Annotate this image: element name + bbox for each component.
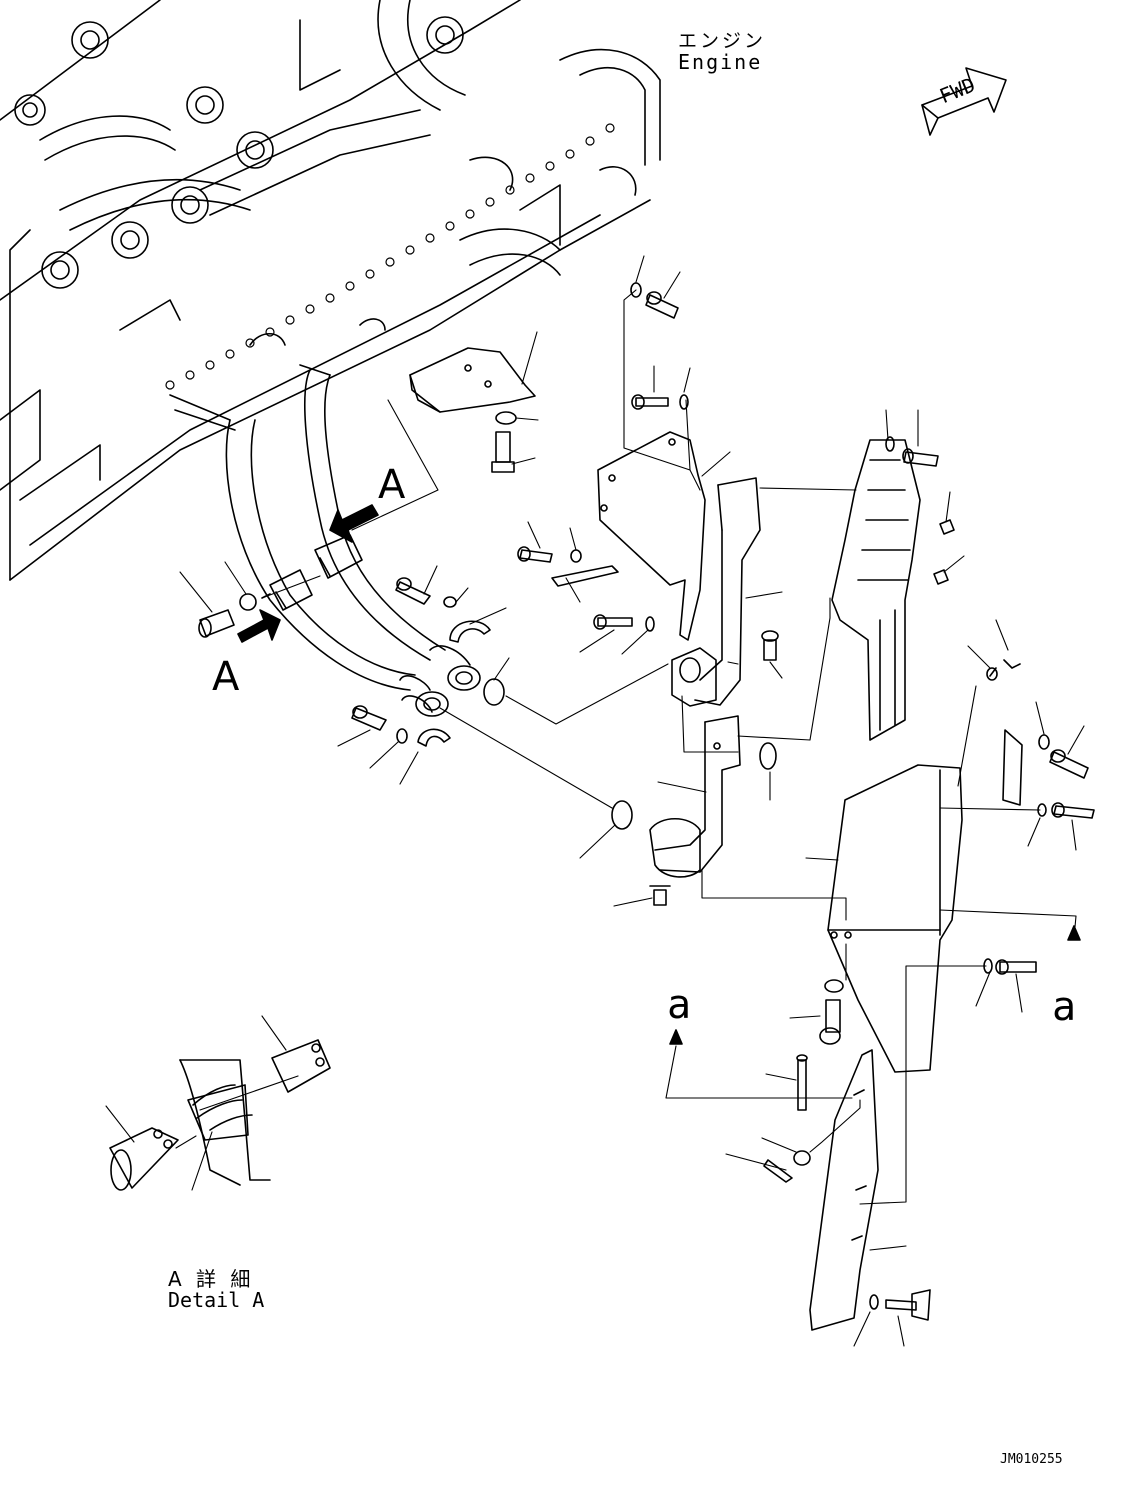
detail-clamp-left — [109, 1127, 179, 1191]
gasket-right — [759, 742, 777, 770]
engine-bolt-row — [165, 123, 615, 390]
detail-label-en: Detail A — [168, 1288, 265, 1312]
detail-label-jp: A 詳 細 — [168, 1267, 255, 1291]
bracket-plate-top — [409, 347, 536, 413]
washer-manifold — [885, 436, 895, 452]
view-marker-a-upper: A — [378, 462, 406, 508]
bolt-shield-mid — [1051, 802, 1095, 819]
leader-lines — [105, 255, 1085, 1347]
bolt-shield-upper — [1049, 749, 1089, 779]
ref-marker-a-left: a — [667, 982, 692, 1028]
lower-cover-plate — [809, 1049, 879, 1331]
washer-center — [443, 596, 457, 608]
stud-bracket — [796, 1054, 808, 1111]
pin-plate — [763, 1159, 793, 1183]
washer-left — [239, 593, 257, 611]
hose-clamp-lower — [269, 569, 313, 611]
bolt-bracket-mid — [631, 394, 669, 410]
half-clamp-lower — [417, 728, 451, 747]
washer-clip — [986, 667, 998, 681]
washer-wing — [869, 1294, 879, 1310]
detail-clamp-right — [271, 1039, 331, 1093]
engine-label-jp: エンジン — [678, 30, 767, 52]
nut-manifold-1 — [939, 519, 955, 535]
fwd-arrow — [921, 67, 1007, 136]
washer-left-bracket — [570, 549, 582, 563]
view-marker-a-lower: A — [212, 654, 240, 700]
washer-plate — [793, 1150, 811, 1166]
bolt-vertical-top — [491, 431, 515, 473]
washer-lower — [396, 728, 408, 744]
stay-bracket — [551, 565, 619, 587]
ref-arrow-left — [669, 1029, 683, 1045]
exhaust-pipe-lower — [649, 715, 741, 878]
drawing-code: JM010255 — [1000, 1452, 1063, 1467]
washer-bracket-mid — [679, 394, 689, 410]
hose-clamp-upper — [314, 534, 363, 579]
exhaust-pipe-upper — [671, 477, 761, 707]
bolt-center-lower — [351, 705, 387, 731]
bolt-stay — [593, 614, 633, 630]
bolt-pipe — [761, 630, 779, 661]
detail-a-view — [179, 1059, 271, 1186]
gasket-center — [483, 678, 505, 706]
engine-label-en: Engine — [678, 50, 763, 74]
pipe-coupling — [399, 645, 481, 717]
washer-stay — [645, 616, 655, 632]
coolant-hose-pair — [169, 364, 446, 691]
washer-bracket-upper — [630, 282, 642, 298]
side-bracket-small — [1002, 729, 1023, 806]
washer-cover — [824, 979, 844, 993]
ref-marker-a-right: a — [1052, 984, 1077, 1030]
exhaust-manifold — [831, 439, 921, 741]
bolt-manifold — [902, 448, 939, 467]
view-arrow-lower — [237, 609, 281, 643]
bolt-left-bracket — [517, 546, 553, 563]
mounting-bracket — [597, 431, 706, 641]
bolt-center-upper — [395, 577, 431, 605]
half-clamp-upper — [449, 620, 491, 643]
engine-block — [0, 0, 661, 581]
bolt-left — [198, 609, 235, 638]
washer-shield-upper — [1038, 734, 1050, 750]
heat-shield-cover — [827, 764, 963, 1073]
view-arrow-upper — [329, 504, 379, 543]
bolt-pipe-lower — [649, 885, 671, 906]
nut-manifold-2 — [933, 569, 949, 585]
gasket-lower — [611, 800, 633, 830]
washer-top — [495, 411, 517, 425]
bolt-bracket-upper — [645, 291, 679, 319]
injector-caps — [14, 16, 464, 289]
bolt-cover — [819, 999, 841, 1045]
wing-bolt — [885, 1289, 931, 1321]
ref-arrow-right — [1067, 925, 1081, 941]
bolt-shield-lower — [995, 959, 1037, 975]
